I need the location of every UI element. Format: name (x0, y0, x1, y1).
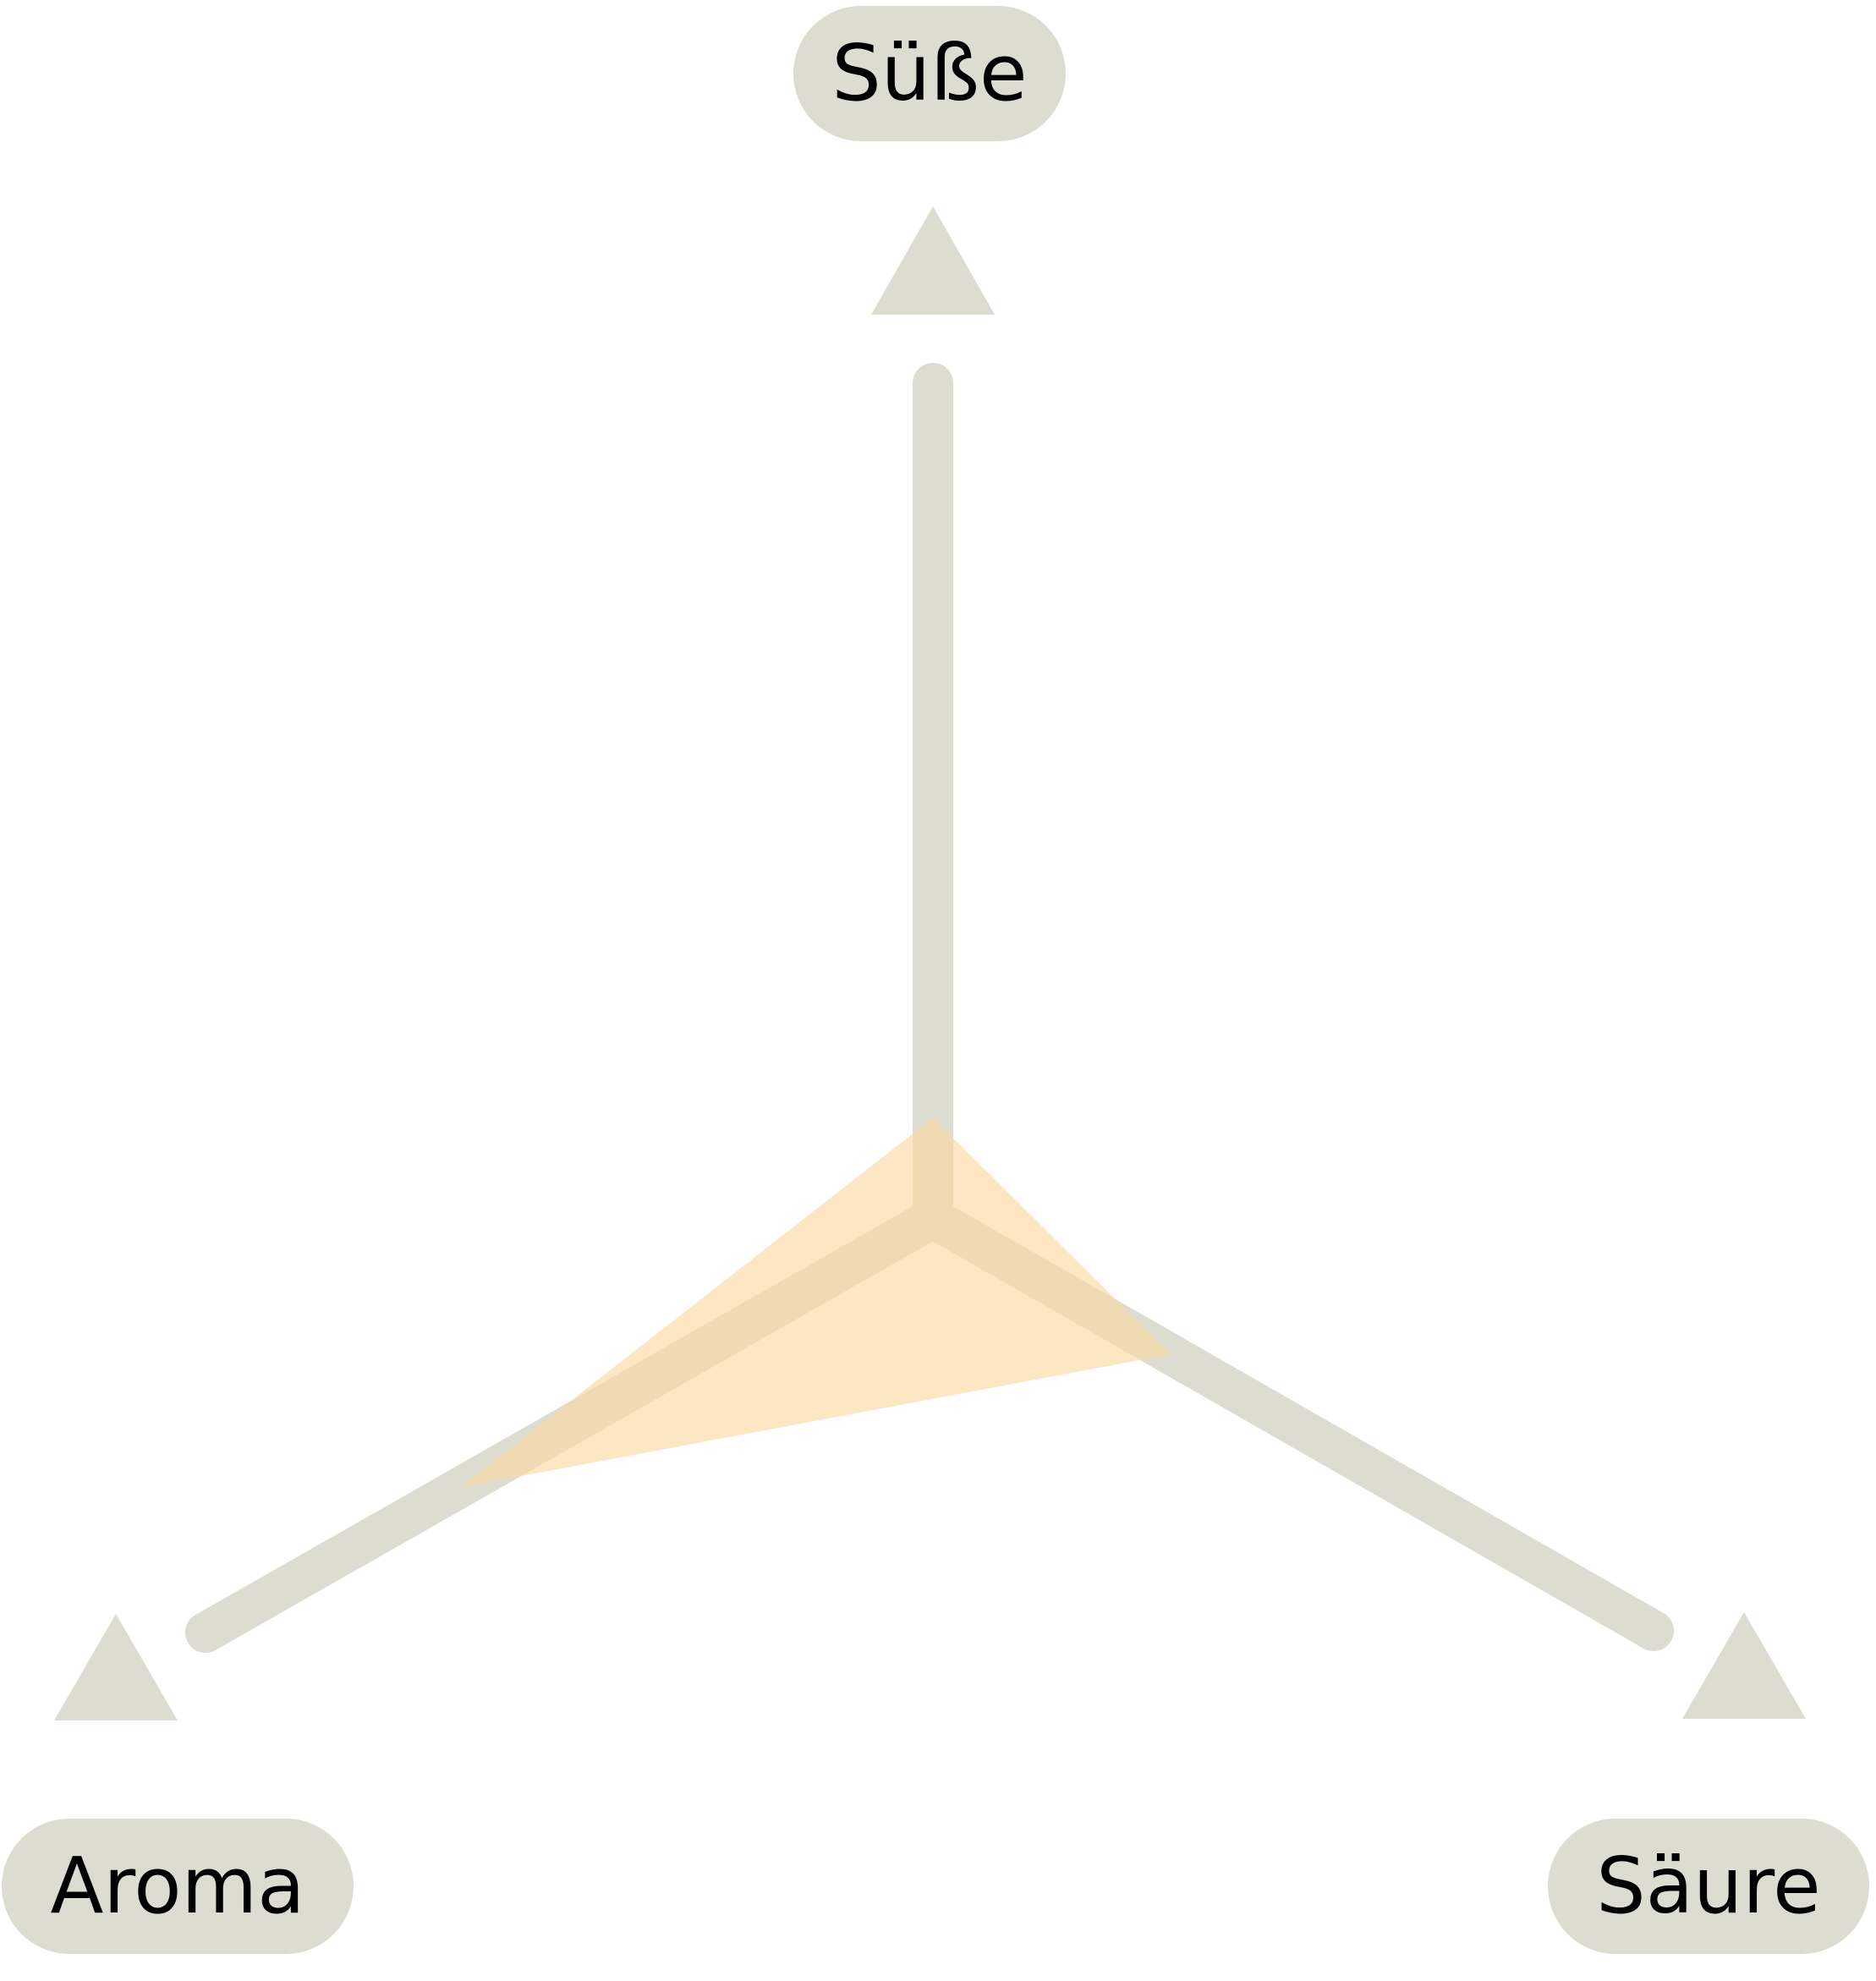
axis-label-acidity: Säure (1548, 1819, 1869, 1954)
axis-lines (185, 363, 1674, 1653)
triangle-up-icon (1682, 1612, 1806, 1719)
axis-label-aroma: Aroma (2, 1819, 354, 1954)
triangle-up-icon (871, 206, 995, 315)
triangle-up-icon (54, 1614, 178, 1720)
flavor-profile-area (460, 1117, 1171, 1488)
axis-label-sweetness: Süße (793, 6, 1066, 141)
